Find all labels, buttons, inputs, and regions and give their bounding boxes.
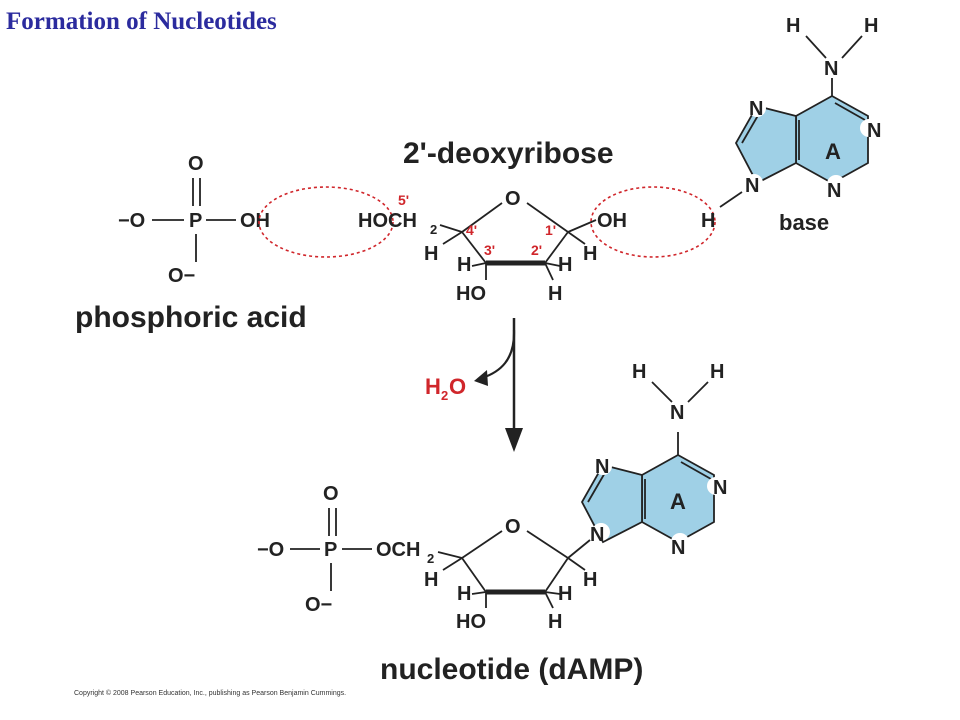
carbon-2-label: 2' — [531, 242, 542, 258]
product-phosphate-oxygen-top: O — [323, 483, 339, 505]
product-neg-oxygen-left: −O — [257, 539, 284, 561]
base-letter-top: A — [825, 139, 841, 164]
deoxyribose-label: 2'-deoxyribose — [403, 137, 614, 170]
product-label: nucleotide (dAMP) — [380, 653, 643, 686]
product-c4-hydrogen: H — [424, 569, 438, 591]
product-phosphorus-atom: P — [324, 539, 337, 561]
reaction-arrow — [474, 318, 523, 452]
slide-title: Formation of Nucleotides — [6, 8, 277, 35]
amino-hydrogen-left-top: H — [786, 15, 800, 37]
base-n9: N — [745, 175, 759, 197]
phosphoric-acid-molecule: O P −O OH O− — [118, 153, 270, 287]
product-base-n9: N — [590, 524, 604, 546]
carbon-4-label: 4' — [466, 222, 477, 238]
c1-hydrogen: H — [583, 243, 597, 265]
base-n7: N — [749, 98, 763, 120]
c5-hoch2-subscript: 2 — [430, 222, 437, 237]
amino-nitrogen-top: N — [824, 58, 838, 80]
product-c2-hydrogen-a: H — [558, 583, 572, 605]
product-amino-hydrogen-left: H — [632, 361, 646, 383]
phosphate-hydroxyl: OH — [240, 210, 270, 232]
carbon-3-label: 3' — [484, 242, 495, 258]
c3-hydrogen: H — [457, 254, 471, 276]
product-och2: OCH — [376, 539, 420, 561]
water-byproduct: H 2 O — [425, 374, 466, 403]
ring-oxygen: O — [505, 188, 521, 210]
product-neg-oxygen-bottom: O− — [305, 594, 332, 616]
water-h: H — [425, 374, 441, 399]
c2-hydrogen-a: H — [558, 254, 572, 276]
product-c2-hydrogen-b: H — [548, 611, 562, 633]
product-base-n7: N — [595, 456, 609, 478]
product-c3-hydrogen: H — [457, 583, 471, 605]
product-amino-hydrogen-right: H — [710, 361, 724, 383]
c5-hoch2: HOCH — [358, 210, 417, 232]
right-condensation-oval — [590, 186, 716, 258]
phosphate-neg-oxygen-bottom: O− — [168, 265, 195, 287]
c1-hydroxyl: OH — [597, 210, 627, 232]
base-letter-bottom: A — [670, 489, 686, 514]
product-amino-nitrogen: N — [670, 402, 684, 424]
base-n3: N — [827, 180, 841, 202]
amino-hydrogen-right-top: H — [864, 15, 878, 37]
water-subscript: 2 — [441, 388, 448, 403]
product-c3-hydroxyl: HO — [456, 611, 486, 633]
deoxyribose-molecule: O HOCH 2 5' 4' 3' 2' 1' H H HO H H H OH — [358, 188, 627, 305]
product-ring-oxygen: O — [505, 516, 521, 538]
water-o: O — [449, 374, 466, 399]
phosphate-neg-oxygen-left: −O — [118, 210, 145, 232]
c3-hydroxyl: HO — [456, 283, 486, 305]
c4-hydrogen: H — [424, 243, 438, 265]
left-condensation-oval — [258, 186, 394, 258]
base-label: base — [779, 210, 829, 235]
nucleotide-molecule: O P −O OCH 2 O− O H H HO H H H — [257, 361, 727, 633]
phosphorus-atom: P — [189, 210, 202, 232]
product-och2-subscript: 2 — [427, 551, 434, 566]
base-n9-hydrogen: H — [701, 210, 715, 232]
product-base-n1: N — [713, 477, 727, 499]
product-base-n3: N — [671, 537, 685, 559]
phosphate-oxygen-top: O — [188, 153, 204, 175]
product-c1-hydrogen: H — [583, 569, 597, 591]
carbon-5-label: 5' — [398, 192, 409, 208]
carbon-1-label: 1' — [545, 222, 556, 238]
phosphoric-acid-label: phosphoric acid — [75, 301, 307, 334]
copyright-notice: Copyright © 2008 Pearson Education, Inc.… — [74, 690, 347, 697]
c2-hydrogen-b: H — [548, 283, 562, 305]
adenine-base-top: H N N N N A N H H — [701, 15, 881, 232]
base-n1: N — [867, 120, 881, 142]
